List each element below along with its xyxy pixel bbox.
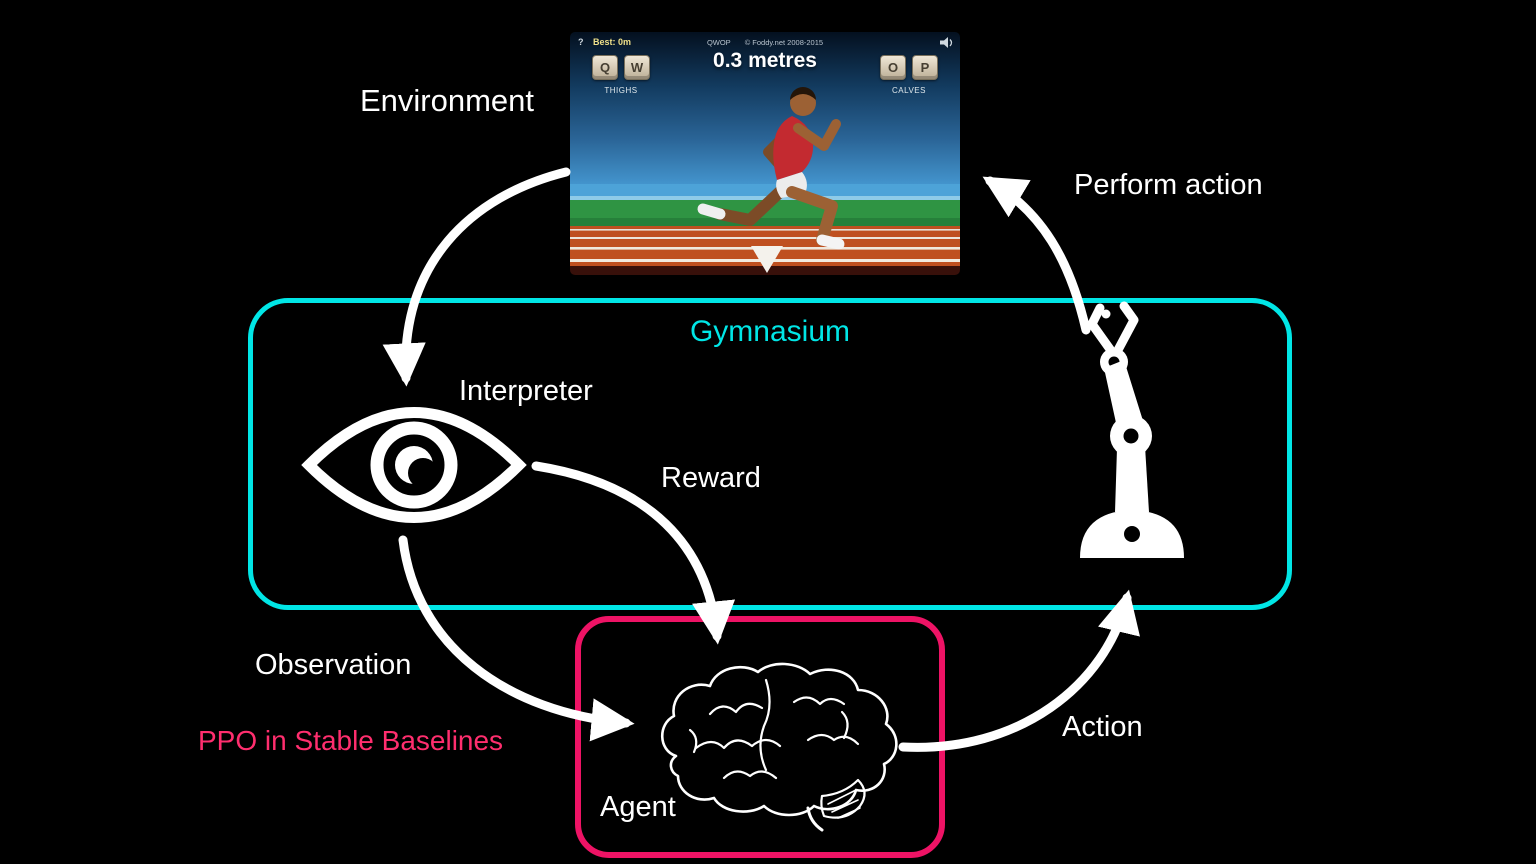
calf-keys: O P: [880, 55, 938, 80]
gymnasium-title: Gymnasium: [689, 315, 851, 348]
interpreter-eye-icon: [301, 407, 527, 523]
reward-label: Reward: [661, 462, 761, 494]
key-q: Q: [592, 55, 618, 80]
credit-title: QWOP: [706, 38, 731, 47]
thighs-label: THIGHS: [604, 86, 638, 95]
credit-text: © Foddy.net 2008-2015: [744, 38, 824, 47]
game-credit: QWOP © Foddy.net 2008-2015: [570, 38, 960, 47]
key-w: W: [624, 55, 650, 80]
track-marker: [751, 246, 783, 273]
key-p: P: [912, 55, 938, 80]
perform-action-label: Perform action: [1074, 169, 1263, 201]
qwop-scene: [570, 32, 960, 275]
agent-title: Agent: [600, 791, 676, 823]
distance-readout: 0.3 metres: [713, 49, 817, 72]
qwop-environment-image: ? Best: 0m QWOP © Foddy.net 2008-2015 0.…: [570, 32, 960, 275]
runner-figure: [697, 87, 845, 250]
calves-label: CALVES: [892, 86, 926, 95]
best-score: Best: 0m: [593, 37, 632, 47]
speaker-icon: [940, 37, 954, 51]
agent-brain-icon: [660, 662, 898, 832]
key-o: O: [880, 55, 906, 80]
game-hud: ? Best: 0m QWOP © Foddy.net 2008-2015: [570, 37, 960, 51]
ppo-label: PPO in Stable Baselines: [198, 725, 504, 756]
action-label: Action: [1062, 711, 1143, 743]
observation-label: Observation: [255, 649, 412, 681]
thigh-keys: Q W: [592, 55, 650, 80]
interpreter-label: Interpreter: [459, 375, 593, 407]
robot-arm-icon: [1080, 301, 1184, 558]
help-text: ?: [578, 37, 584, 47]
gymnasium-box: [248, 298, 1292, 610]
environment-label: Environment: [360, 83, 535, 118]
